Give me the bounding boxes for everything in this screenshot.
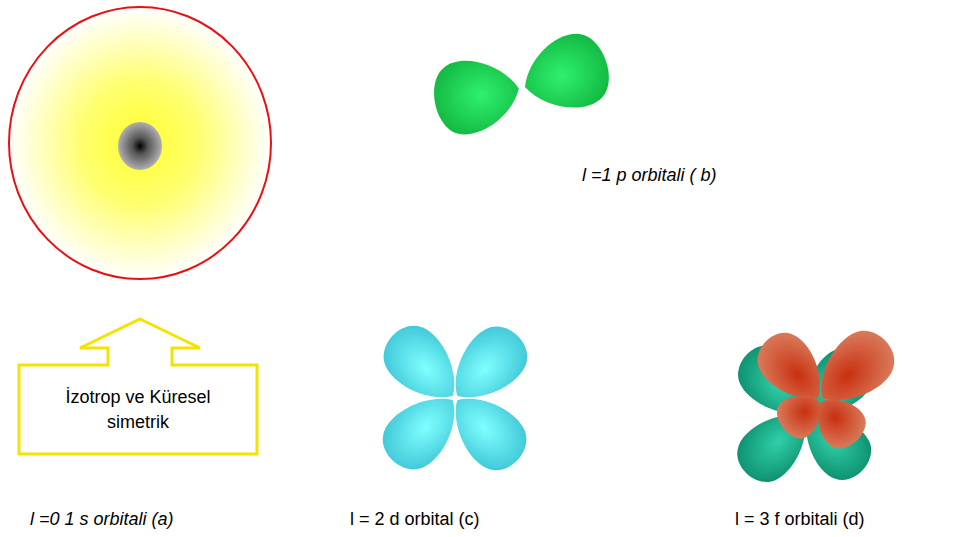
orbital-caption: l =1 p orbitali ( b) bbox=[582, 164, 717, 186]
orbital-caption: l =0 1 s orbitali (a) bbox=[30, 508, 174, 530]
callout-text: İzotrop ve Küresel simetrik bbox=[63, 385, 213, 435]
callout-outline bbox=[18, 318, 258, 455]
orbital-caption: l = 2 d orbital (c) bbox=[350, 508, 480, 530]
callout-box: İzotrop ve Küresel simetrik bbox=[18, 318, 258, 455]
d-orbital bbox=[372, 315, 538, 481]
s-orbital bbox=[9, 7, 271, 279]
f-orbital bbox=[727, 320, 905, 493]
p-orbital bbox=[429, 26, 618, 139]
callout-arrow-shape bbox=[19, 319, 257, 454]
callout-body: İzotrop ve Küresel simetrik bbox=[18, 365, 258, 455]
orbital-caption: l = 3 f orbitali (d) bbox=[735, 508, 865, 530]
